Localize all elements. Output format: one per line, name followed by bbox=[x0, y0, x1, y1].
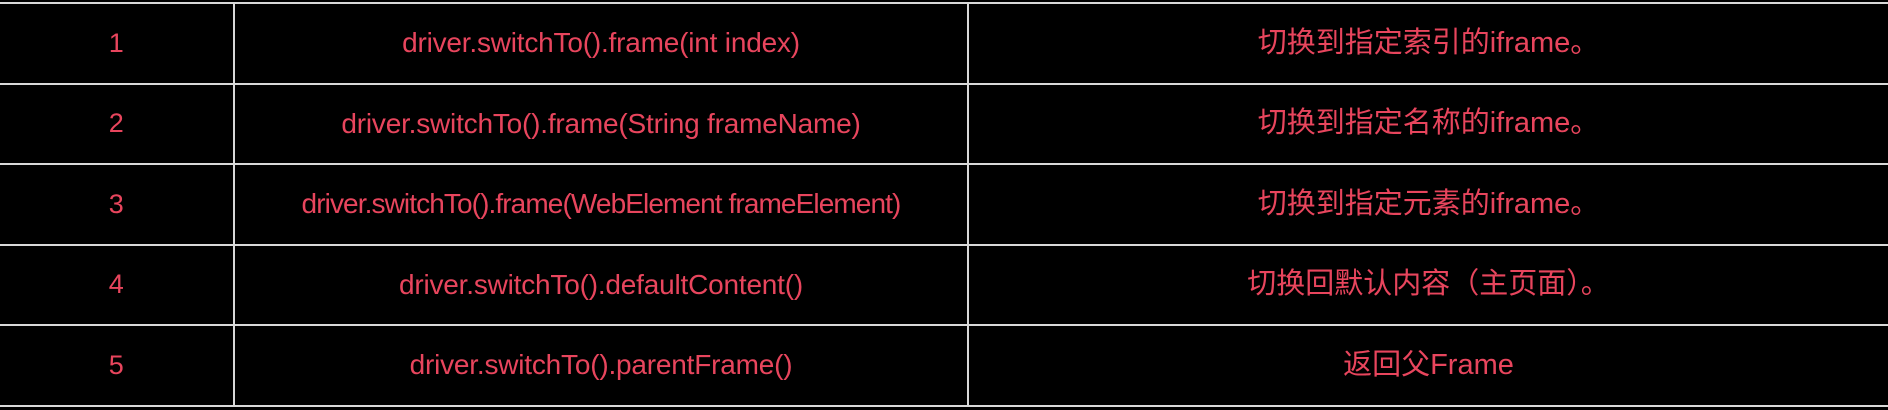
table-row: 5 driver.switchTo().parentFrame() 返回父Fra… bbox=[0, 324, 1888, 407]
method-description: 切换到指定名称的iframe。 bbox=[1257, 107, 1600, 140]
row-index-value: 2 bbox=[108, 108, 125, 139]
table-cell-method: driver.switchTo().frame(String frameName… bbox=[233, 82, 969, 165]
table-row: 4 driver.switchTo().defaultContent() 切换回… bbox=[0, 243, 1888, 326]
row-index-value: 3 bbox=[108, 188, 125, 219]
table-cell-description: 切换回默认内容（主页面）。 bbox=[967, 243, 1888, 326]
table-cell-method: driver.switchTo().frame(WebElement frame… bbox=[233, 163, 969, 246]
table-cell-description: 切换到指定名称的iframe。 bbox=[967, 82, 1888, 165]
table-cell-index: 2 bbox=[0, 82, 235, 165]
table-cell-method: driver.switchTo().parentFrame() bbox=[233, 324, 969, 407]
method-description: 切换到指定索引的iframe。 bbox=[1257, 26, 1600, 59]
table-cell-index: 5 bbox=[0, 324, 235, 407]
method-description: 切换到指定元素的iframe。 bbox=[1257, 187, 1600, 220]
row-index-value: 5 bbox=[108, 349, 125, 380]
method-description: 切换回默认内容（主页面）。 bbox=[1247, 268, 1610, 301]
table-cell-index: 4 bbox=[0, 243, 235, 326]
table-row: 2 driver.switchTo().frame(String frameNa… bbox=[0, 82, 1888, 165]
row-index-value: 4 bbox=[108, 269, 125, 300]
method-description: 返回父Frame bbox=[1343, 348, 1514, 381]
row-index-value: 1 bbox=[108, 27, 125, 58]
table-cell-description: 切换到指定元素的iframe。 bbox=[967, 163, 1888, 246]
method-signature: driver.switchTo().parentFrame() bbox=[409, 349, 793, 381]
table-cell-method: driver.switchTo().defaultContent() bbox=[233, 243, 969, 326]
table-cell-description: 返回父Frame bbox=[967, 324, 1888, 407]
table-cell-index: 1 bbox=[0, 2, 235, 85]
table-cell-index: 3 bbox=[0, 163, 235, 246]
table-row: 1 driver.switchTo().frame(int index) 切换到… bbox=[0, 2, 1888, 85]
method-signature: driver.switchTo().frame(String frameName… bbox=[341, 107, 861, 139]
table-row: 3 driver.switchTo().frame(WebElement fra… bbox=[0, 163, 1888, 246]
table-cell-method: driver.switchTo().frame(int index) bbox=[233, 2, 969, 85]
table-cell-description: 切换到指定索引的iframe。 bbox=[967, 2, 1888, 85]
method-signature: driver.switchTo().frame(WebElement frame… bbox=[301, 188, 902, 220]
method-signature: driver.switchTo().frame(int index) bbox=[402, 27, 800, 59]
method-signature: driver.switchTo().defaultContent() bbox=[398, 268, 804, 300]
